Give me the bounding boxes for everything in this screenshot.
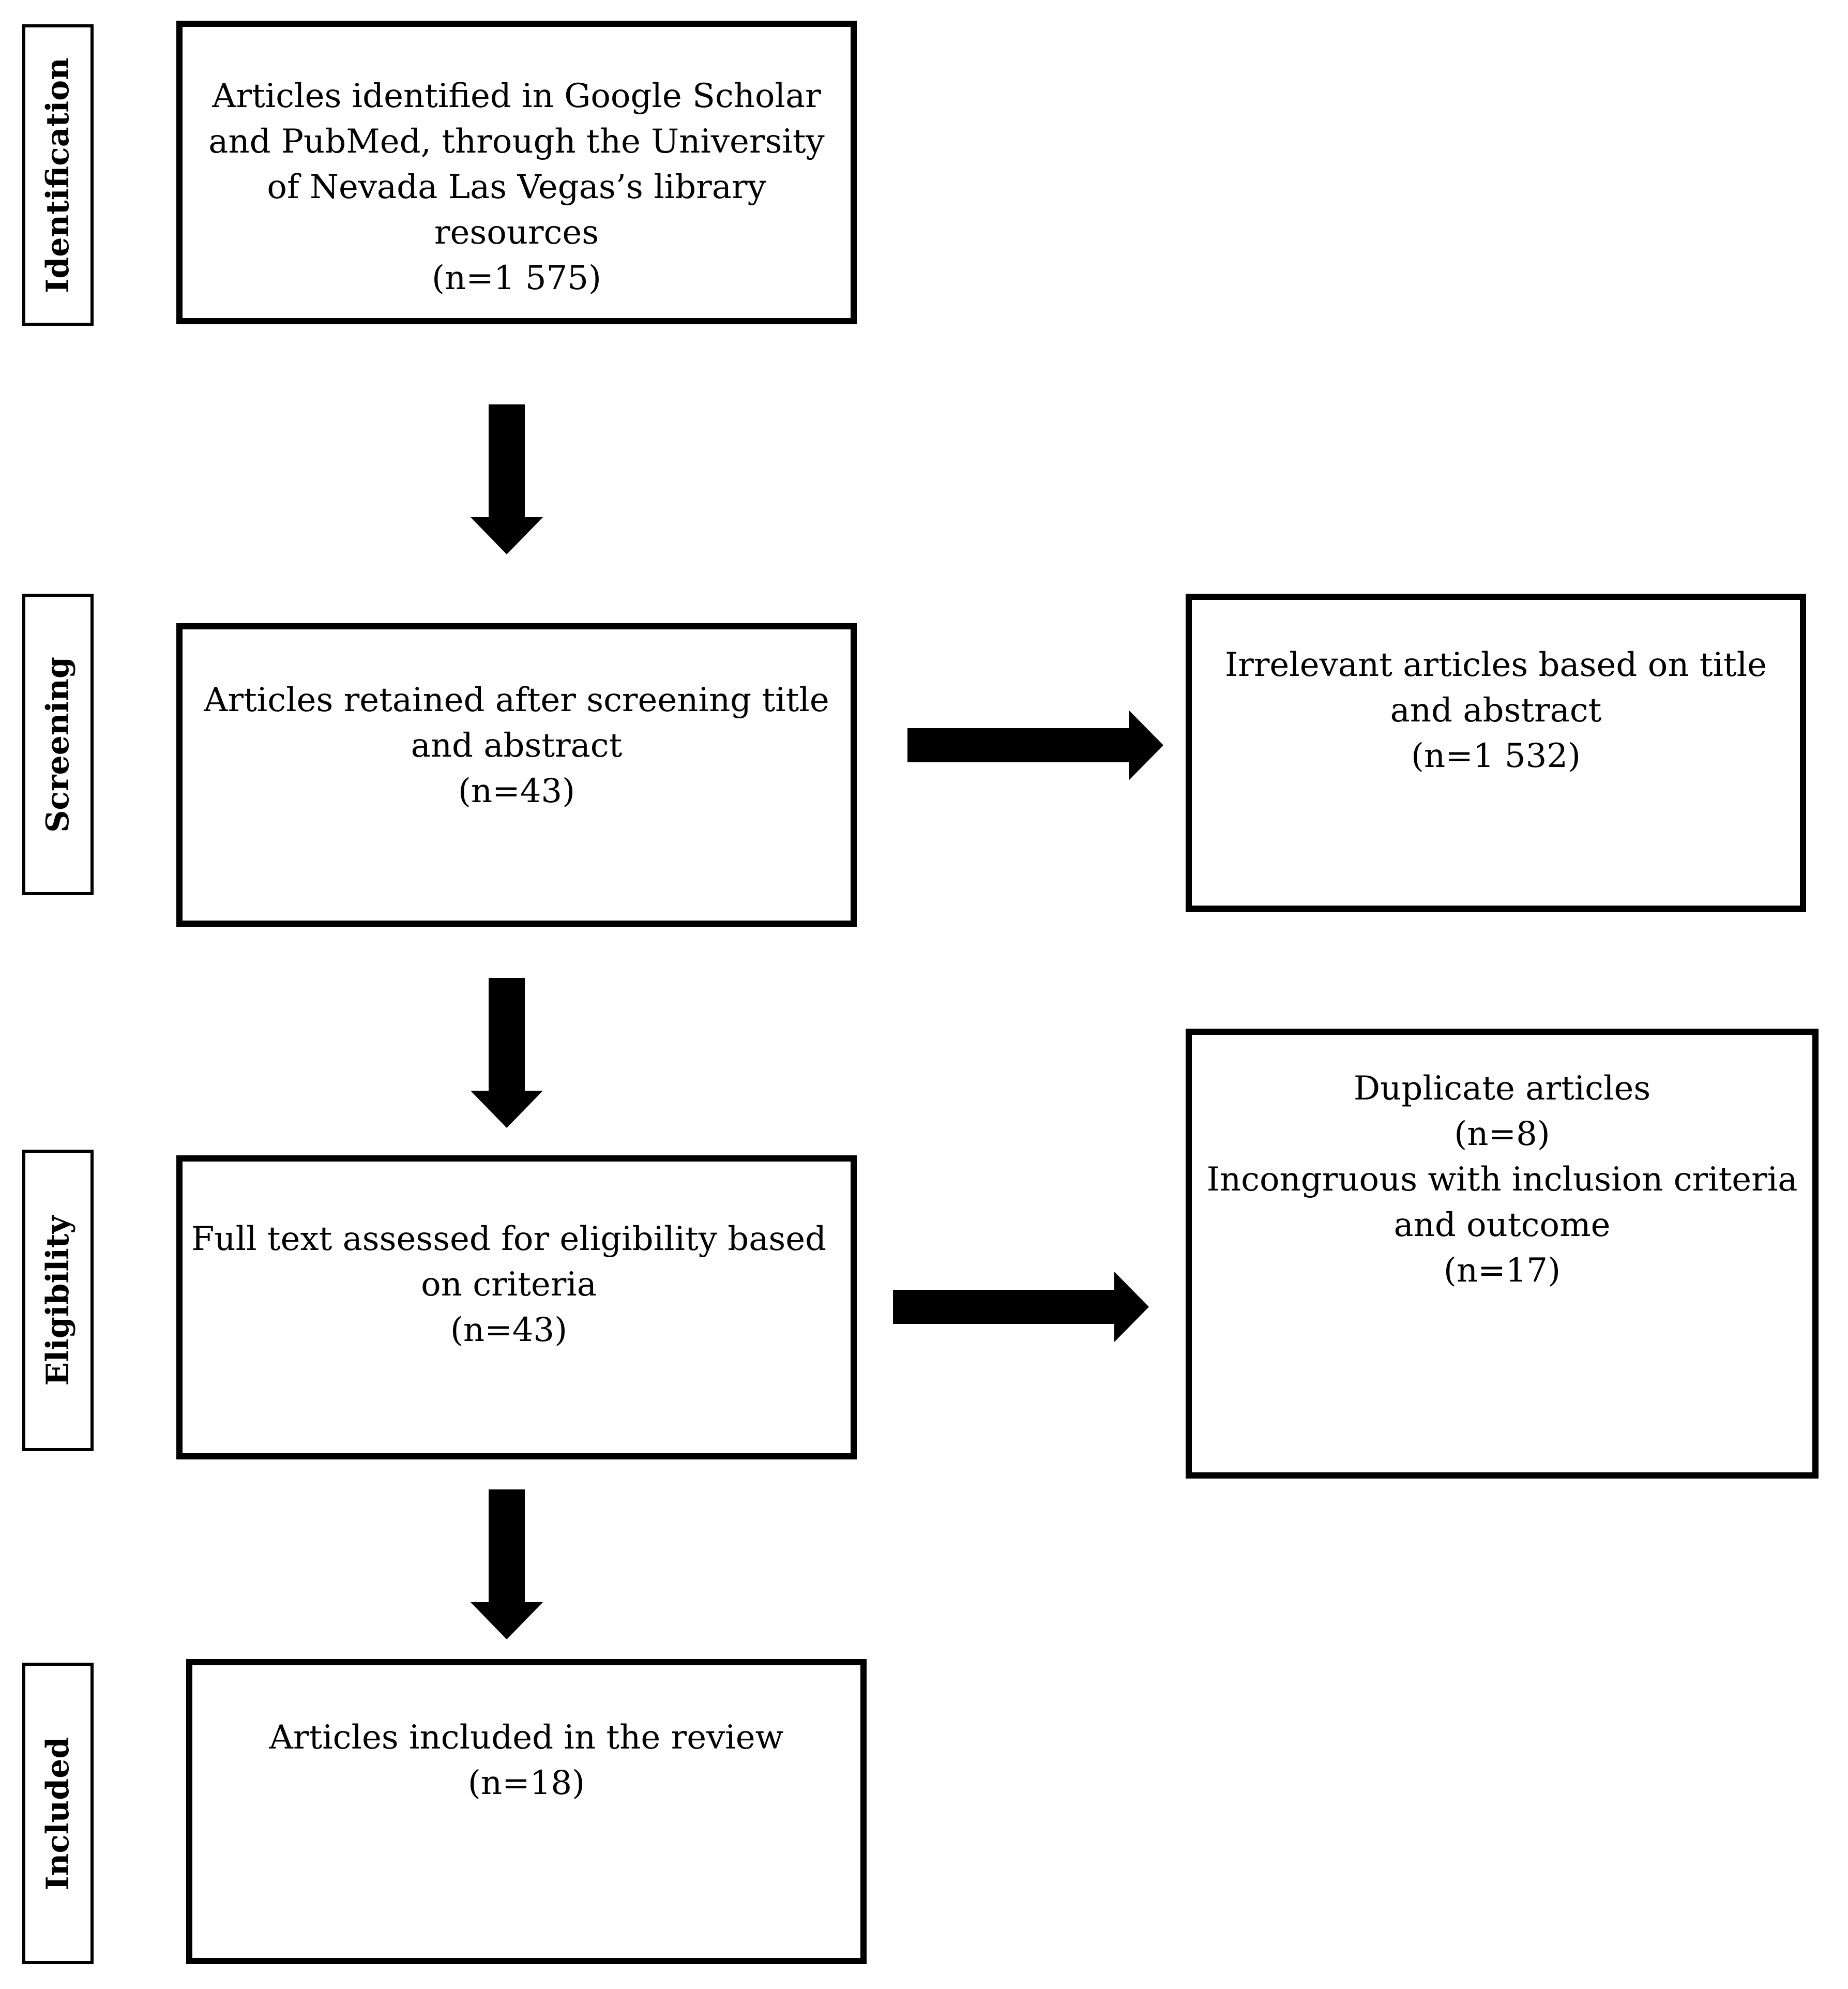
arrow-right-1 [907, 710, 1163, 780]
stage-included: Included [22, 1663, 94, 1964]
stage-included-label: Included [40, 1737, 76, 1890]
box-included-text: Articles included in the review (n=18) [192, 1715, 860, 1806]
box-identified: Articles identified in Google Scholar an… [176, 21, 857, 324]
box-excluded-line-2: (n=8) [1454, 1115, 1550, 1153]
stage-screening-label: Screening [40, 656, 76, 833]
box-eligibility-line-2: on criteria [421, 1265, 597, 1304]
box-identified-line-5: (n=1 575) [432, 259, 601, 297]
arrow-down-3 [471, 1489, 543, 1639]
stage-eligibility-label: Eligibility [40, 1215, 76, 1385]
arrow-right-2 [893, 1272, 1149, 1342]
box-excluded-line-3: Incongruous with inclusion criteria [1206, 1161, 1798, 1199]
box-eligibility: Full text assessed for eligibility based… [176, 1155, 857, 1459]
box-eligibility-line-3: (n=43) [450, 1311, 568, 1349]
box-excluded: Duplicate articles (n=8) Incongruous wit… [1186, 1029, 1819, 1479]
stage-screening: Screening [22, 594, 94, 895]
box-identified-line-2: and PubMed, through the University [208, 123, 825, 161]
box-included-line-1: Articles included in the review [269, 1719, 784, 1757]
box-included: Articles included in the review (n=18) [186, 1659, 867, 1964]
box-included-line-2: (n=18) [467, 1764, 585, 1802]
box-irrelevant: Irrelevant articles based on title and a… [1186, 594, 1806, 912]
stage-identification: Identification [22, 24, 94, 326]
box-identified-line-1: Articles identified in Google Scholar [212, 77, 821, 115]
box-irrelevant-text: Irrelevant articles based on title and a… [1192, 642, 1800, 779]
box-screened-text: Articles retained after screening title … [183, 677, 851, 814]
box-excluded-line-1: Duplicate articles [1353, 1069, 1651, 1108]
box-irrelevant-line-2: and abstract [1390, 691, 1602, 730]
box-identified-text: Articles identified in Google Scholar an… [183, 73, 851, 301]
box-identified-line-3: of Nevada Las Vegas’s library [267, 168, 766, 206]
box-screened-line-2: and abstract [411, 727, 623, 765]
box-excluded-line-5: (n=17) [1443, 1252, 1561, 1290]
box-screened-line-3: (n=43) [458, 772, 575, 810]
stage-identification-label: Identification [40, 57, 76, 293]
box-identified-line-4: resources [434, 214, 599, 252]
box-excluded-line-4: and outcome [1393, 1206, 1611, 1244]
box-excluded-text: Duplicate articles (n=8) Incongruous wit… [1192, 1066, 1812, 1293]
stage-eligibility: Eligibility [22, 1150, 94, 1451]
box-screened: Articles retained after screening title … [176, 623, 857, 927]
box-eligibility-line-1: Full text assessed for eligibility based [191, 1220, 827, 1258]
box-irrelevant-line-3: (n=1 532) [1411, 737, 1581, 775]
box-screened-line-1: Articles retained after screening title [204, 681, 829, 719]
arrow-down-1 [471, 404, 543, 554]
box-eligibility-text: Full text assessed for eligibility based… [183, 1216, 835, 1353]
box-irrelevant-line-1: Irrelevant articles based on title [1224, 646, 1767, 684]
arrow-down-2 [471, 978, 543, 1128]
